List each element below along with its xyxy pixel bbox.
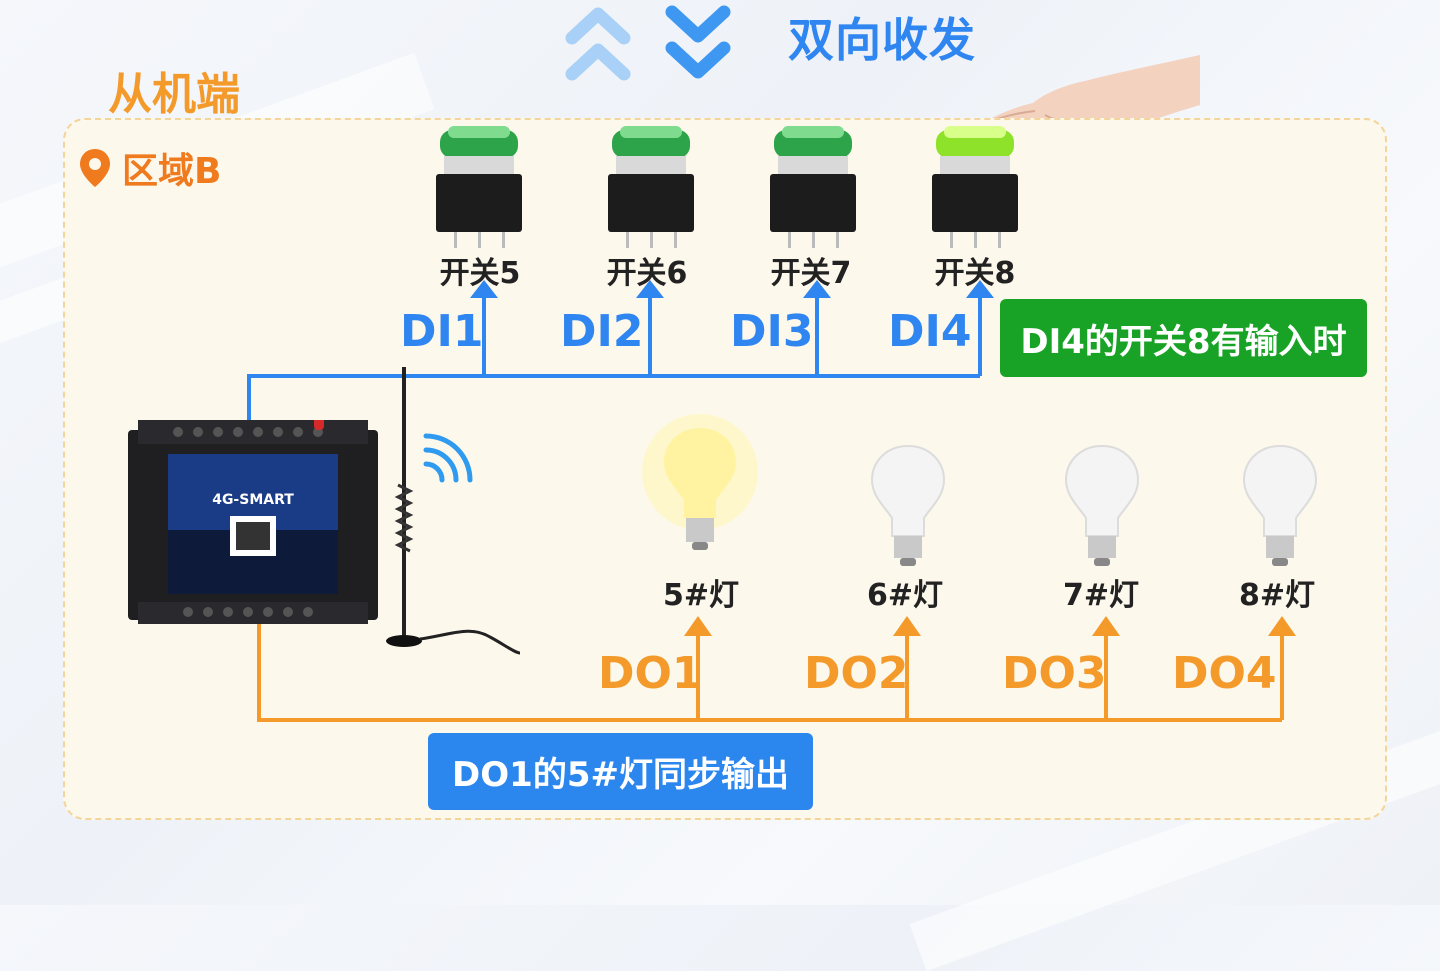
lamp-label: 5#灯: [662, 578, 739, 613]
4g-smart-controller: [128, 420, 378, 624]
device-name: 4G-SMART: [212, 492, 294, 508]
lamp-label: 7#灯: [1062, 578, 1139, 613]
antenna-illustration: [386, 367, 521, 655]
slave-title: 从机端: [108, 69, 240, 120]
lamp-label: 8#灯: [1238, 578, 1315, 613]
push-switch-8: [932, 126, 1018, 248]
do-label: DO1: [598, 648, 703, 699]
di-label: DI4: [888, 306, 972, 357]
lamp-5-lit: [642, 414, 758, 550]
switch-label: 开关6: [606, 256, 688, 291]
wifi-signal-icon: [423, 433, 473, 483]
bidirectional-title: 双向收发: [788, 13, 976, 67]
do-label: DO2: [804, 648, 909, 699]
chevron-up-icon: [565, 7, 631, 81]
output-wires: [257, 616, 1284, 722]
region-label: 区域B: [122, 151, 222, 192]
input-arrowheads: [470, 280, 994, 298]
switch-label: 开关7: [770, 256, 852, 291]
di-label: DI1: [400, 306, 484, 357]
location-pin-icon: [80, 149, 110, 187]
lamp-7-off: [1064, 444, 1140, 566]
push-switch-6: [608, 126, 694, 248]
lamp-label: 6#灯: [866, 578, 943, 613]
lamp-6-off: [870, 444, 946, 566]
push-switch-5: [436, 126, 522, 248]
lamp-8-off: [1242, 444, 1318, 566]
di-label: DI3: [730, 306, 814, 357]
push-switch-7: [770, 126, 856, 248]
region-header: 区域B: [78, 142, 221, 194]
do-label: DO3: [1002, 648, 1107, 699]
switch-label: 开关8: [934, 256, 1016, 291]
do-label: DO4: [1172, 648, 1277, 699]
output-arrowheads: [684, 616, 1296, 636]
input-wires: [247, 296, 982, 430]
bidirectional-arrows: [565, 5, 731, 81]
output-callout: DO1的5#灯同步输出: [428, 733, 813, 810]
input-callout: DI4的开关8有输入时: [1000, 299, 1367, 377]
chevron-down-icon: [665, 5, 731, 79]
switch-label: 开关5: [439, 256, 521, 291]
wiring-diagram: [247, 280, 1296, 722]
di-label: DI2: [560, 306, 644, 357]
